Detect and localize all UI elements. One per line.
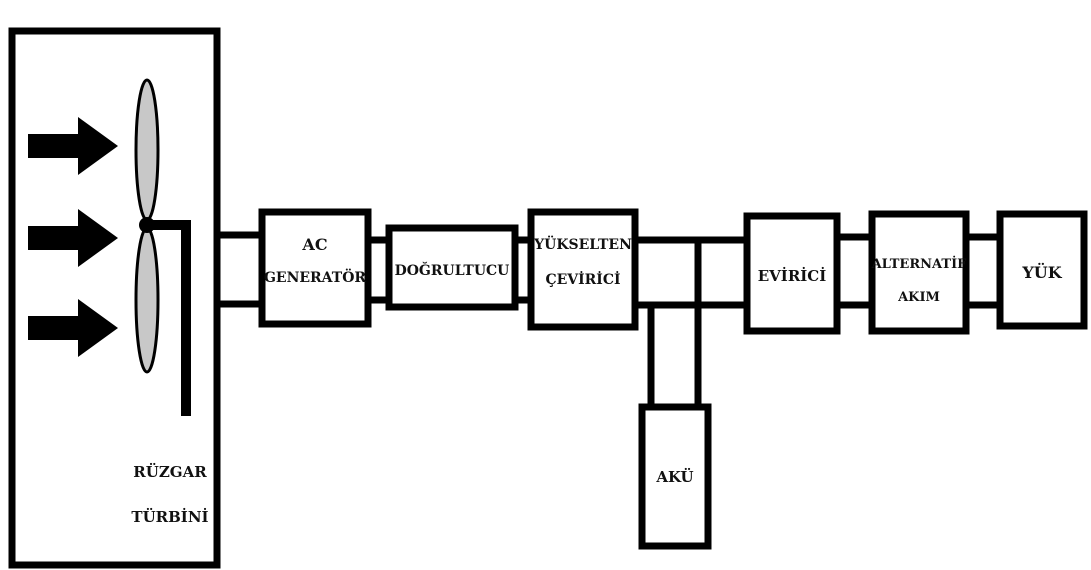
inverter-label: EVİRİCİ [758,266,827,285]
ac-generator-block: AC GENERATÖR [258,208,372,328]
turbine-tower-icon [147,220,191,416]
load-label: YÜK [1021,262,1062,282]
generator-label-line1: AC [301,235,327,254]
battery-block: AKÜ [638,403,712,550]
wind-arrow-icon [28,117,118,175]
load-block: YÜK [996,210,1088,330]
wind-arrow-icon [28,209,118,267]
turbine-label-line1: RÜZGAR [133,462,207,481]
turbine-label-line2: TÜRBİNİ [131,507,208,526]
connection-wires [217,231,1000,407]
wind-arrow-icon [28,299,118,357]
ac-current-label-line1: ALTERNATİF [871,256,968,272]
turbine-blade-icon [134,226,160,374]
ac-current-label-line2: AKIM [897,290,940,305]
inverter-block: EVİRİCİ [743,212,841,335]
boost-label-line2: ÇEVİRİCİ [545,269,620,288]
rectifier-label: DOĞRULTUCU [395,261,510,279]
alternating-current-block: ALTERNATİF AKIM [868,210,970,335]
turbine-frame [8,27,221,569]
generator-label-line2: GENERATÖR [264,267,366,286]
wind-turbine-panel: RÜZGAR TÜRBİNİ [8,27,221,569]
battery-label: AKÜ [655,467,693,486]
boost-converter-block: YÜKSELTEN ÇEVİRİCİ [527,208,639,331]
rectifier-block: DOĞRULTUCU [385,224,519,311]
boost-label-line1: YÜKSELTEN [533,234,632,253]
turbine-blade-icon [134,78,160,222]
